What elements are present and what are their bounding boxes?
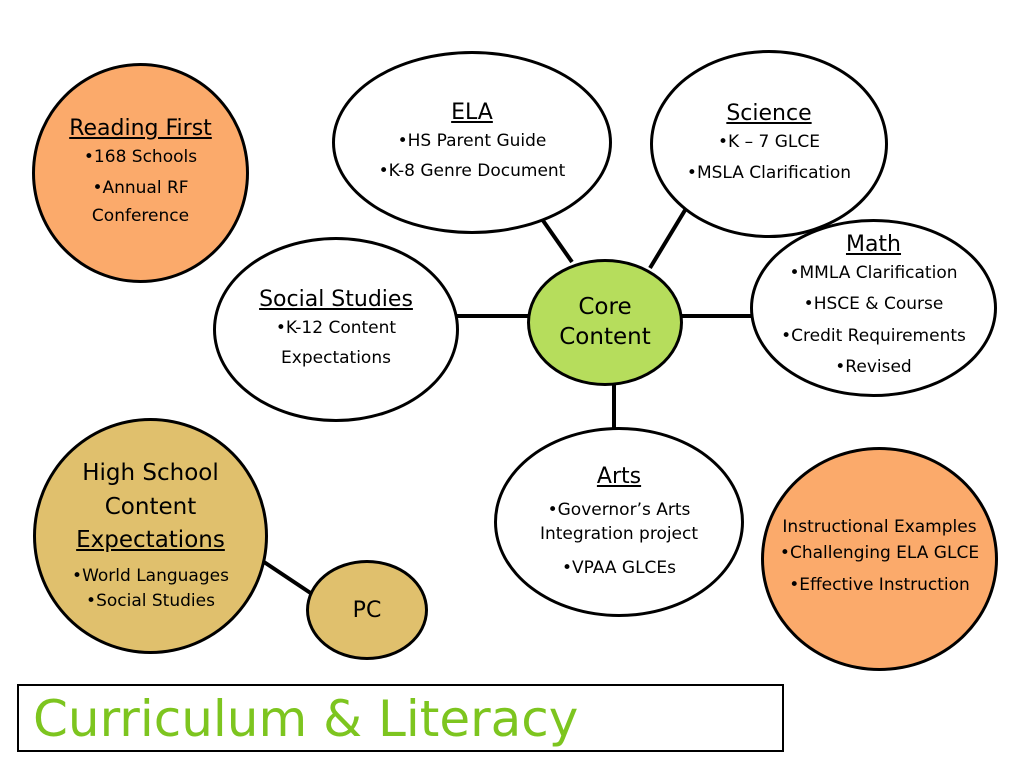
pc-label: PC [352,597,382,623]
math-item: •Credit Requirements [781,325,966,346]
arts-title: Arts [596,463,642,489]
instructional-examples-bubble: Instructional Examples •Challenging ELA … [761,447,998,671]
math-item: •HSCE & Course [803,294,944,315]
math-title: Math [845,232,902,258]
core-content-line: Core [578,293,632,320]
instructional-examples-item: •Effective Instruction [789,575,970,595]
hsce-title-line: High School [82,460,219,487]
math-item: •MMLA Clarification [789,262,958,283]
math-item: •Revised [835,357,912,378]
ela-item: •K-8 Genre Document [378,161,566,182]
social-studies-bubble: Social Studies •K-12 Content Expectation… [213,237,459,422]
core-content-bubble: Core Content [527,259,683,386]
science-item: •K – 7 GLCE [718,132,820,153]
ela-title: ELA [451,99,493,125]
hsce-item: •Social Studies [86,591,215,612]
reading-first-item: Conference [91,206,190,227]
math-bubble: Math •MMLA Clarification •HSCE & Course … [750,219,997,397]
connector-pc [256,556,314,596]
science-item: •MSLA Clarification [686,162,852,183]
banner-title: Curriculum & Literacy [33,690,579,748]
reading-first-item: •168 Schools [83,147,198,168]
hsce-item: •World Languages [72,565,229,586]
arts-item: •Governor’s Arts [547,499,691,520]
instructional-examples-title: Instructional Examples [782,516,977,537]
social-studies-title: Social Studies [259,286,413,312]
reading-first-bubble: Reading First •168 Schools •Annual RF Co… [32,63,249,283]
social-studies-item: Expectations [281,348,391,369]
science-bubble: Science •K – 7 GLCE •MSLA Clarification [650,50,888,238]
ela-item: •HS Parent Guide [397,130,547,151]
title-banner: Curriculum & Literacy [17,684,784,752]
core-content-line: Content [559,323,651,350]
pc-bubble: PC [306,560,428,660]
instructional-examples-item: •Challenging ELA GLCE [779,542,980,563]
science-title: Science [726,101,812,127]
reading-first-item: •Annual RF [92,178,189,199]
hsce-bubble: High School Content Expectations •World … [33,418,268,654]
hsce-title-line: Expectations [76,527,225,554]
social-studies-item: •K-12 Content [275,317,397,338]
arts-bubble: Arts •Governor’s Arts Integration projec… [494,427,744,617]
arts-item: •VPAA GLCEs [561,557,677,578]
arts-item: Integration project [539,523,699,544]
reading-first-title: Reading First [69,115,212,141]
hsce-title-line: Content [104,493,197,520]
ela-bubble: ELA •HS Parent Guide •K-8 Genre Document [332,51,612,234]
